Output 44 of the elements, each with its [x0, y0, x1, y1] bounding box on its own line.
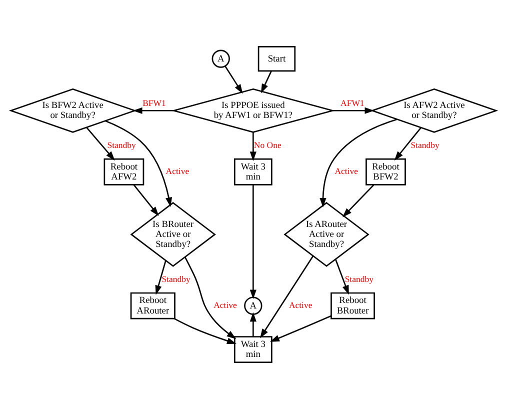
arrow: [250, 312, 256, 336]
edge-label: Standby: [410, 140, 440, 150]
arrow: [250, 132, 256, 162]
node-diamond: Is BFW2 Active or Standby?: [8, 88, 137, 133]
edge-label: Standby: [107, 140, 136, 150]
edge-label: Standby: [162, 274, 190, 284]
arrow: [86, 127, 115, 161]
node-box: Reboot BFW2: [366, 158, 406, 186]
node-diamond: Is BRouter Active or Standby?: [130, 202, 216, 267]
arrow: [155, 260, 166, 295]
arrow: [332, 107, 374, 114]
arrow: [335, 259, 349, 295]
arrow: [132, 107, 174, 114]
edge-label: Active: [214, 300, 237, 310]
arrow: [260, 70, 272, 94]
node-diamond: Is ARouter Active or Standby?: [284, 202, 370, 267]
node-box: Start: [258, 46, 296, 72]
edge-label: No One: [254, 140, 282, 150]
arrow: [394, 127, 422, 161]
node-box: Reboot AFW2: [104, 158, 144, 186]
node-box: Reboot BRouter: [330, 292, 375, 320]
arrow: [270, 315, 332, 342]
node-diamond: Is PPPOE issued by AFW1 or BFW1?: [171, 88, 336, 133]
arrow: [250, 184, 256, 300]
edge-label: Active: [166, 166, 190, 176]
edge-label: BFW1: [142, 98, 166, 108]
arrow: [105, 120, 172, 207]
node-circle: A: [212, 50, 230, 68]
edge-label: Standby: [344, 274, 374, 284]
arrow: [133, 184, 159, 216]
node-circle: A: [244, 296, 262, 315]
node-box: Wait 3 min: [234, 158, 272, 186]
node-diamond: Is AFW2 Active or Standby?: [370, 88, 498, 133]
node-box: Reboot ARouter: [130, 292, 176, 320]
arrow: [342, 184, 374, 218]
edge-label: Active: [288, 300, 312, 310]
arrow: [320, 118, 398, 208]
arrow: [174, 318, 236, 344]
edge-label: Active: [334, 166, 358, 176]
edge-label: AFW1: [340, 98, 364, 108]
arrow: [184, 256, 236, 340]
arrow: [224, 66, 243, 94]
node-box: Wait 3 min: [234, 336, 272, 363]
arrow: [260, 256, 314, 338]
